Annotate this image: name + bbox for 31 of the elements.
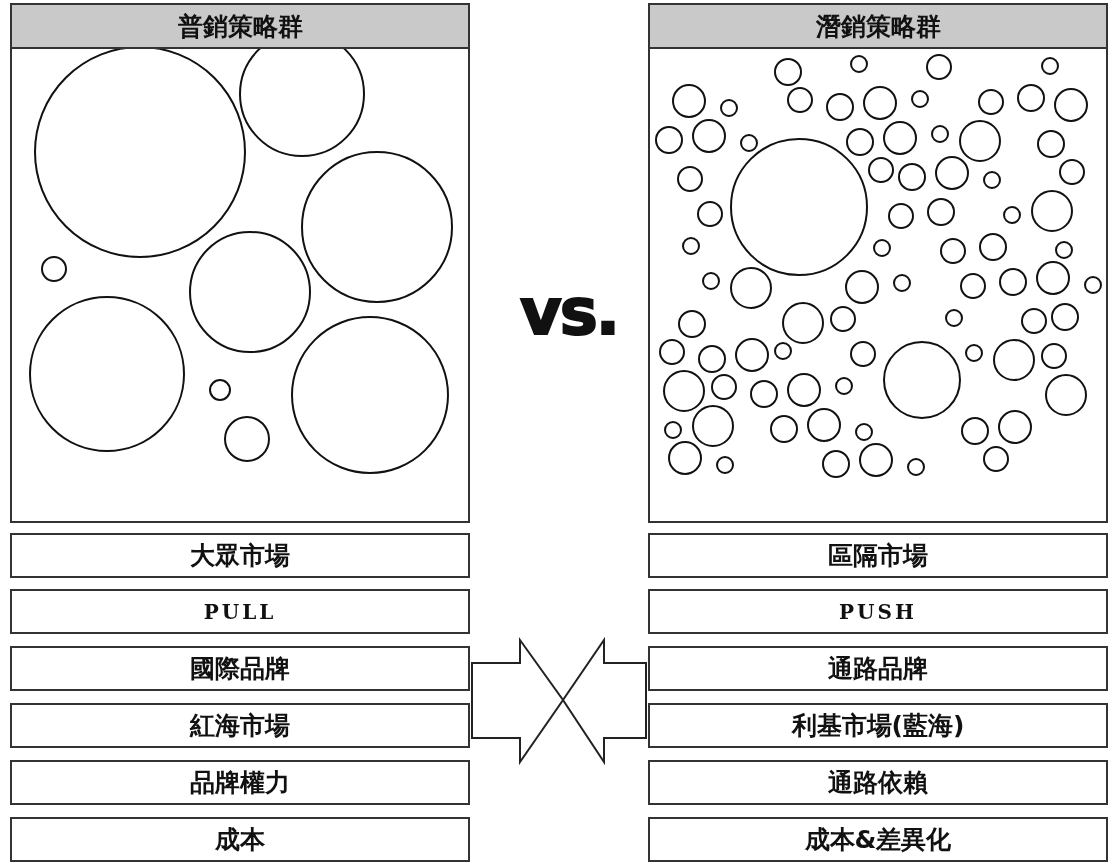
category-label: 通路品牌 — [828, 653, 928, 685]
category-label: 通路依賴 — [828, 767, 928, 799]
category-box — [648, 589, 1108, 634]
panel-header: 潛銷策略群 — [650, 5, 1106, 49]
category-label: 紅海市場 — [190, 710, 290, 742]
panel-header: 普銷策略群 — [12, 5, 468, 49]
category-label: 成本 — [215, 824, 265, 856]
panel-box — [648, 3, 1108, 523]
category-label: 利基市場(藍海) — [791, 710, 965, 742]
category-box — [648, 817, 1108, 862]
category-box — [10, 703, 470, 748]
category-label: 大眾市場 — [190, 540, 290, 572]
category-label: 品牌權力 — [190, 767, 290, 799]
vs-label: vs. — [520, 275, 619, 349]
category-box — [648, 646, 1108, 691]
category-box — [10, 646, 470, 691]
category-box — [10, 533, 470, 578]
category-label: 區隔市場 — [828, 540, 928, 572]
category-box — [10, 760, 470, 805]
category-box — [648, 703, 1108, 748]
block-arrow — [471, 636, 565, 766]
category-box — [648, 533, 1108, 578]
block-arrow — [561, 636, 647, 766]
category-label: PULL — [203, 599, 277, 624]
category-label: PUSH — [839, 599, 917, 624]
category-box — [10, 589, 470, 634]
category-label: 成本&差異化 — [804, 824, 952, 856]
category-box — [10, 817, 470, 862]
category-label: 國際品牌 — [190, 653, 290, 685]
category-box — [648, 760, 1108, 805]
panel-box — [10, 3, 470, 523]
